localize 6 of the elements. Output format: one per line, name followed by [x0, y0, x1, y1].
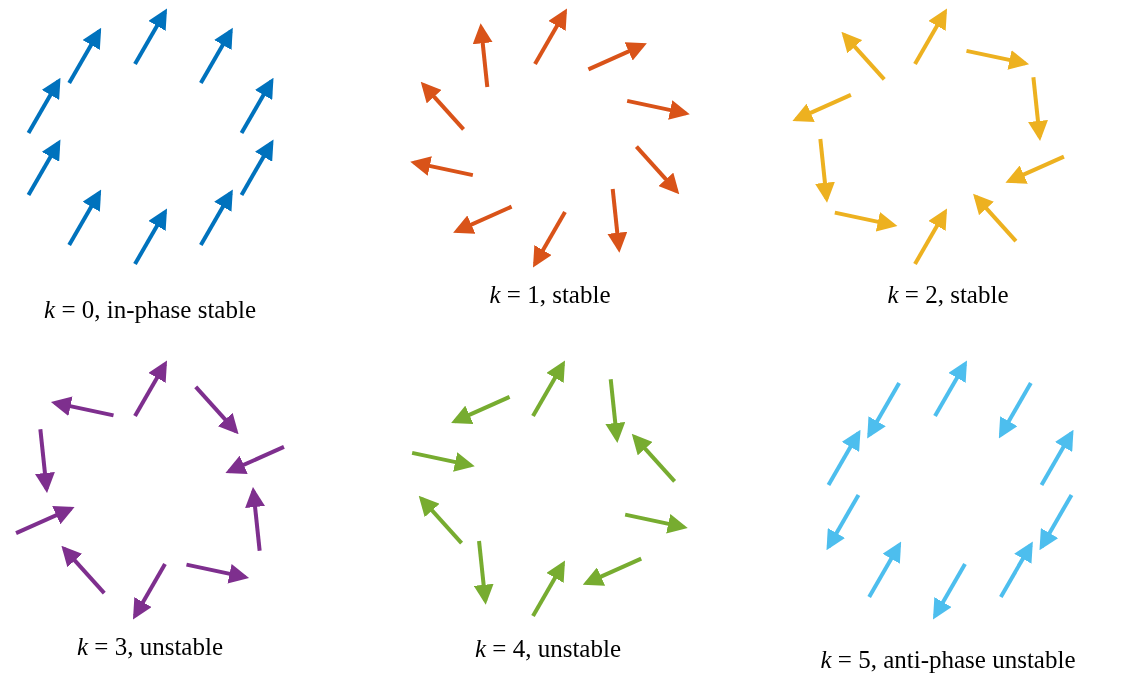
panel-caption: k = 0, in-phase stable — [44, 296, 256, 324]
panel-caption: k = 3, unstable — [77, 633, 223, 661]
panel-caption: k = 5, anti-phase unstable — [820, 646, 1076, 674]
panel-caption: k = 1, stable — [489, 281, 611, 309]
panel-caption: k = 2, stable — [887, 281, 1009, 309]
panel-caption: k = 4, unstable — [475, 635, 621, 663]
